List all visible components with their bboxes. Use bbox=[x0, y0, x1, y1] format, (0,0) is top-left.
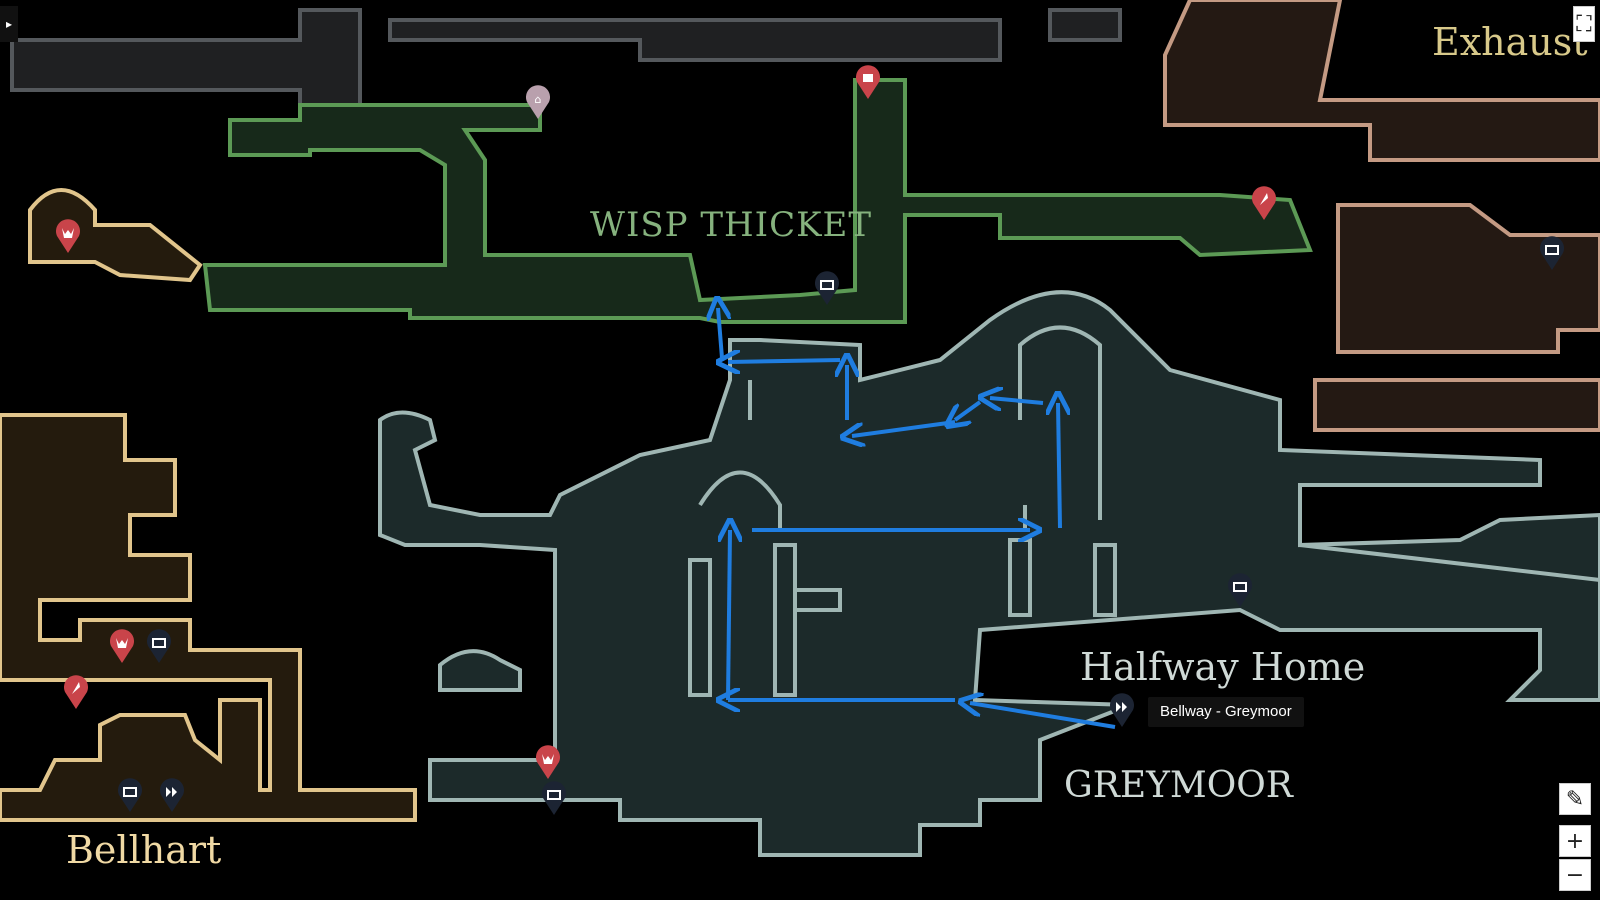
greymoor-inner-walls bbox=[688, 325, 1600, 697]
route-arrow bbox=[728, 360, 841, 362]
marker-pin[interactable] bbox=[813, 270, 841, 306]
marker-pin[interactable] bbox=[540, 780, 568, 816]
marker-pin[interactable] bbox=[854, 64, 882, 100]
marker-pin[interactable] bbox=[158, 777, 186, 813]
marker-pin[interactable]: ⌂ bbox=[524, 84, 552, 120]
svg-text:⌂: ⌂ bbox=[535, 93, 542, 106]
marker-pin[interactable] bbox=[54, 218, 82, 254]
region-exhaust bbox=[1163, 0, 1600, 432]
draw-tool-button[interactable]: ✎ bbox=[1559, 783, 1591, 815]
bellway-greymoor-marker[interactable] bbox=[1108, 692, 1136, 728]
region-bellhart bbox=[0, 188, 417, 822]
route-arrow bbox=[718, 308, 722, 359]
marker-pin[interactable] bbox=[1250, 185, 1278, 221]
region-label-bellhart: Bellhart bbox=[66, 828, 222, 872]
region-wisp-thicket bbox=[202, 78, 1313, 324]
marker-pin[interactable] bbox=[1538, 235, 1566, 271]
marker-pin[interactable] bbox=[534, 744, 562, 780]
marker-tooltip: Bellway - Greymoor bbox=[1148, 697, 1304, 727]
route-arrows bbox=[718, 308, 1116, 729]
marker-pin[interactable] bbox=[108, 628, 136, 664]
zoom-out-button[interactable]: − bbox=[1559, 859, 1591, 891]
region-upper-dark bbox=[10, 8, 1122, 112]
region-label-exhaust: Exhaust S bbox=[1432, 20, 1600, 64]
route-arrow bbox=[970, 703, 1116, 729]
route-arrow bbox=[728, 530, 730, 701]
route-arrow bbox=[955, 400, 982, 420]
marker-pin[interactable] bbox=[62, 674, 90, 710]
zoom-in-button[interactable]: + bbox=[1559, 825, 1591, 857]
region-label-wisp-thicket: WISP THICKET bbox=[590, 205, 873, 245]
marker-pin[interactable] bbox=[116, 777, 144, 813]
region-greymoor bbox=[378, 290, 1600, 857]
marker-pin[interactable] bbox=[145, 628, 173, 664]
route-arrow bbox=[1058, 403, 1060, 529]
route-arrow bbox=[852, 420, 956, 436]
region-label-greymoor: GREYMOOR bbox=[1064, 765, 1293, 806]
route-arrow bbox=[990, 398, 1044, 403]
panel-toggle-button[interactable]: ▸ bbox=[0, 6, 18, 42]
fullscreen-button[interactable]: ⛶ bbox=[1573, 6, 1595, 42]
marker-pin[interactable] bbox=[1226, 572, 1254, 608]
region-label-halfway-home: Halfway Home bbox=[1080, 645, 1366, 689]
